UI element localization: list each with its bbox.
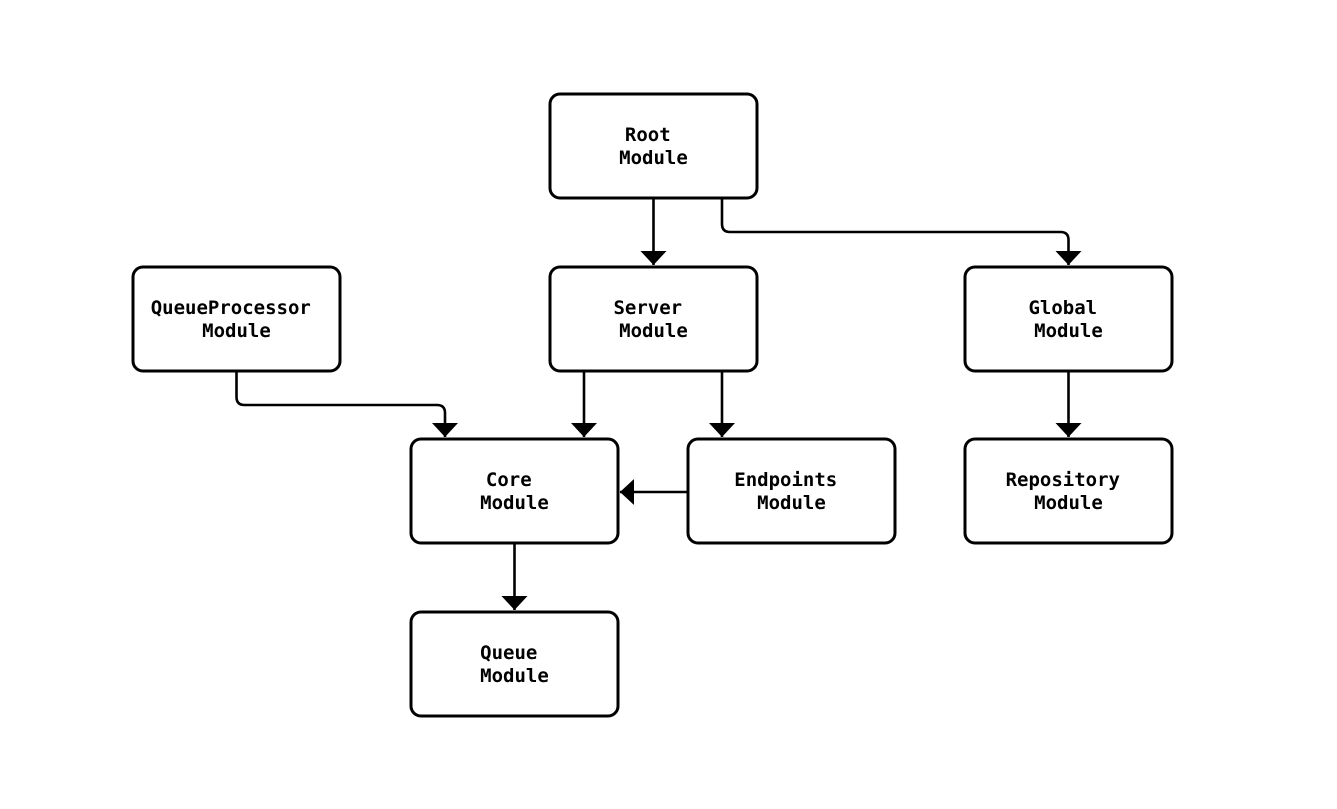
node-server: Server Module (548, 265, 759, 373)
node-global-label: Global Module (1028, 297, 1108, 342)
node-repository-label: Repository Module (1006, 469, 1132, 514)
node-root-box (548, 92, 759, 200)
node-queue: Queue Module (409, 610, 620, 718)
node-queueprocessor: QueueProcessor Module (131, 265, 342, 373)
edge-queueprocessor-to-core (235, 371, 458, 437)
node-core: Core Module (409, 437, 620, 545)
node-core-box (409, 437, 620, 545)
node-core-label: Core Module (480, 469, 549, 514)
node-global: Global Module (963, 265, 1174, 373)
node-queueprocessor-box (131, 265, 342, 373)
edge-layer (235, 198, 1082, 610)
node-queue-label: Queue Module (480, 642, 549, 687)
node-endpoints-box (686, 437, 897, 545)
node-queue-box (409, 610, 620, 718)
node-endpoints: Endpoints Module (686, 437, 897, 545)
node-repository-box (963, 437, 1174, 545)
node-root: Root Module (548, 92, 759, 200)
node-root-label: Root Module (619, 124, 688, 169)
node-repository: Repository Module (963, 437, 1174, 545)
node-global-box (963, 265, 1174, 373)
edge-root-to-global (720, 198, 1082, 265)
node-endpoints-label: Endpoints Module (734, 469, 848, 514)
node-server-box (548, 265, 759, 373)
node-server-label: Server Module (613, 297, 693, 342)
node-queueprocessor-label: QueueProcessor Module (151, 297, 323, 342)
